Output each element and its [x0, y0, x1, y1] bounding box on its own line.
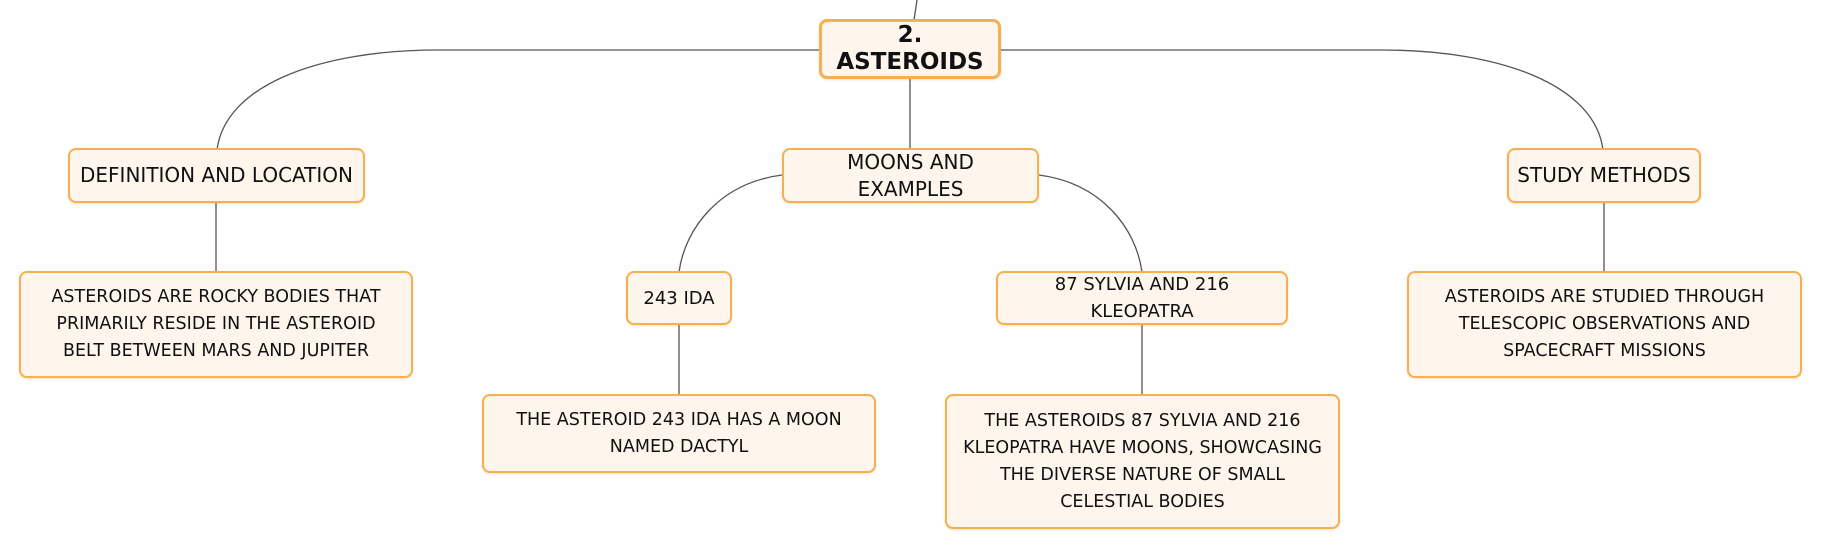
- connector-root-definition: [216, 49, 819, 151]
- connector-moons-sylvia: [1038, 174, 1143, 273]
- node-definition-and-location[interactable]: DEFINITION AND LOCATION: [68, 148, 365, 203]
- node-243-ida[interactable]: 243 IDA: [626, 271, 732, 325]
- connector-moons-ida: [678, 174, 783, 273]
- root-node-asteroids[interactable]: 2. ASTEROIDS: [819, 19, 1001, 79]
- connector-parent-root: [913, 0, 918, 21]
- node-87-sylvia-and-216-kleopatra[interactable]: 87 SYLVIA AND 216 KLEOPATRA: [996, 271, 1288, 325]
- node-sylvia-kleopatra-detail[interactable]: THE ASTEROIDS 87 SYLVIA AND 216 KLEOPATR…: [945, 394, 1340, 529]
- node-definition-detail[interactable]: ASTEROIDS ARE ROCKY BODIES THAT PRIMARIL…: [19, 271, 413, 378]
- node-study-methods[interactable]: STUDY METHODS: [1507, 148, 1701, 203]
- node-moons-and-examples[interactable]: MOONS AND EXAMPLES: [782, 148, 1039, 203]
- connector-root-study: [1001, 49, 1604, 151]
- node-study-methods-detail[interactable]: ASTEROIDS ARE STUDIED THROUGH TELESCOPIC…: [1407, 271, 1802, 378]
- node-243-ida-detail[interactable]: THE ASTEROID 243 IDA HAS A MOON NAMED DA…: [482, 394, 876, 473]
